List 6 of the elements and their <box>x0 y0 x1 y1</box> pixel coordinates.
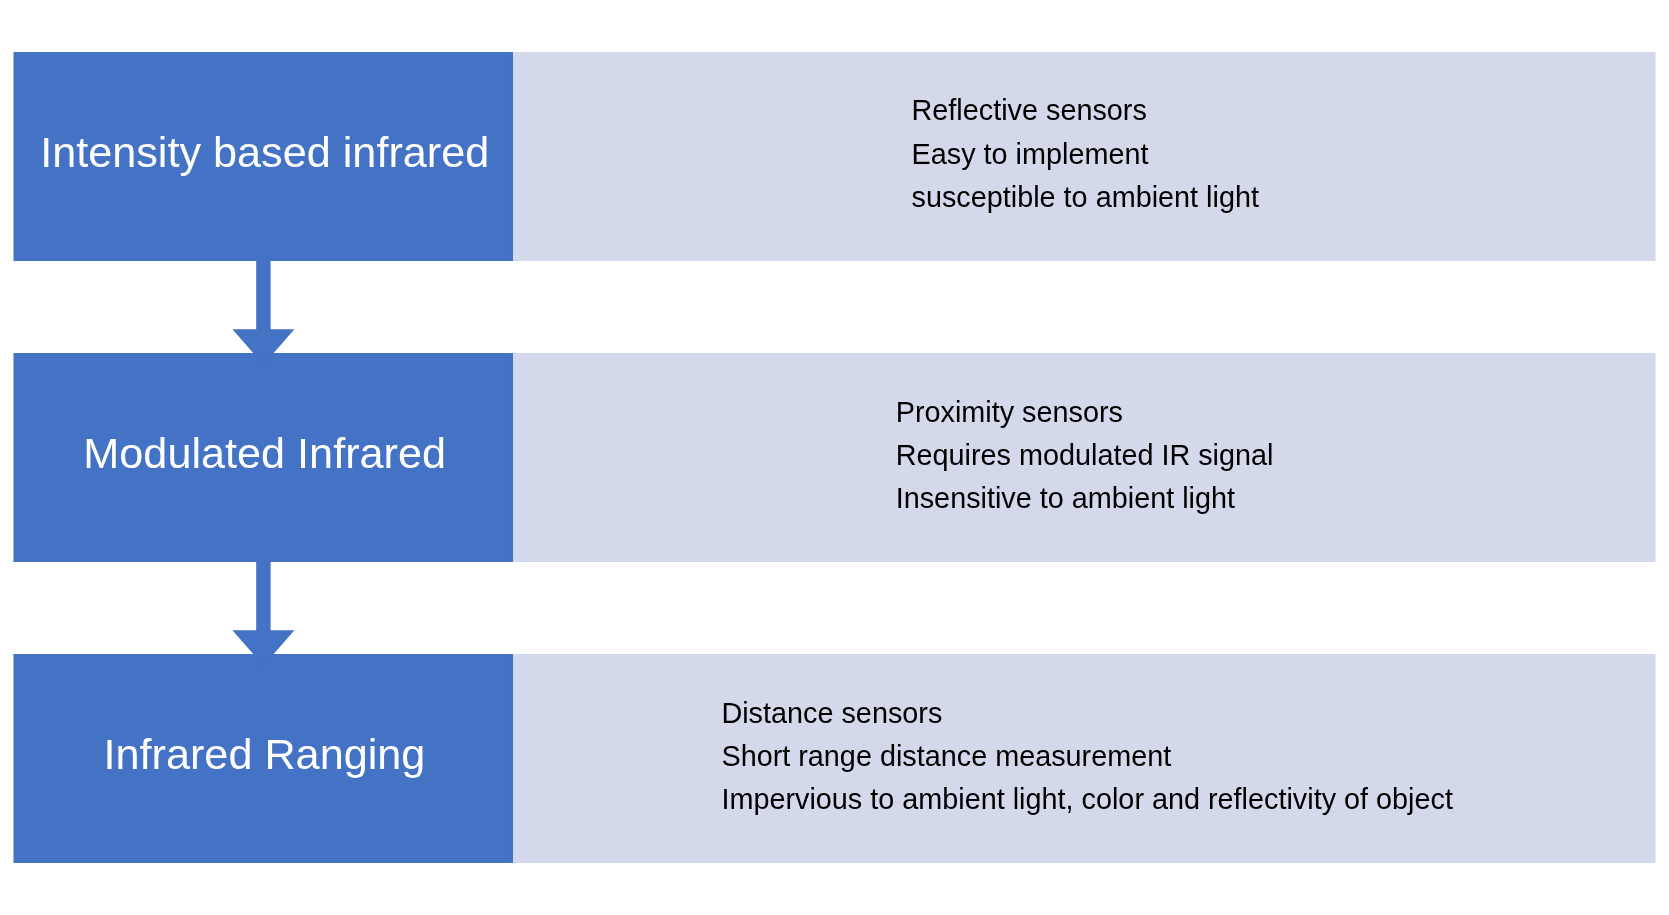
node-box: Modulated Infrared <box>13 353 514 562</box>
node-box: Reflective sensors Easy to implement susceptible to ambient light <box>513 52 1656 261</box>
node-box: Proximity sensors Requires modulated IR signal Insensitive to ambient light <box>513 353 1656 562</box>
node-box: Infrared Ranging <box>13 654 514 863</box>
node-box: Distance sensors Short range distance measurement Impervious to ambient light, color and reflectivity of object <box>513 654 1656 863</box>
node-box: Intensity based infrared <box>13 52 514 261</box>
